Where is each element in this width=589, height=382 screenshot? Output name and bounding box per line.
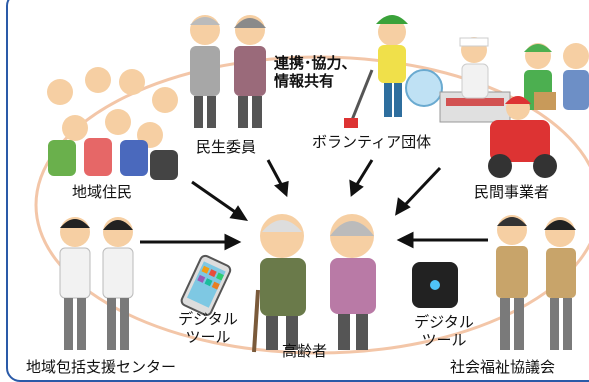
minkan-label: 民間事業者 (474, 183, 550, 201)
digital-left-line1: デジタル (178, 310, 238, 328)
renkei-line2: 情報共有 (274, 72, 335, 90)
renkei-label: 連携･協力、 情報共有 (274, 54, 384, 90)
smart-speaker-icon (412, 262, 458, 308)
minsei-illustration (190, 15, 266, 128)
arrow-volunteer (354, 159, 374, 187)
arrow-shakyo-head (396, 231, 414, 249)
arrow-volunteer-head (349, 179, 364, 197)
elders-illustration (252, 214, 376, 353)
shakyo-label: 社会福祉協議会 (450, 358, 556, 376)
jumin-label: 地域住民 (72, 183, 133, 201)
digital-left-label: デジタル ツール (168, 310, 248, 346)
arrows (140, 159, 488, 251)
koreisha-label: 高齢者 (282, 342, 328, 360)
arrow-minsei-head (273, 180, 289, 198)
digital-right-label: デジタル ツール (404, 313, 484, 349)
minsei-label: 民生委員 (196, 138, 257, 156)
digital-right-line2: ツール (421, 331, 467, 349)
center-illustration (59, 217, 134, 350)
digital-left-line2: ツール (185, 328, 231, 346)
arrow-jumin-head (229, 205, 249, 221)
volunteer-illustration (344, 15, 443, 128)
arrow-minkan-head (395, 197, 411, 216)
arrow-jumin (191, 180, 239, 216)
shakyo-illustration (496, 215, 576, 350)
network-ring (34, 55, 589, 355)
arrow-minkan (402, 166, 442, 208)
jumin-illustration (47, 67, 178, 180)
renkei-line1: 連携･協力、 (274, 54, 357, 72)
arrow-center-head (224, 233, 242, 251)
smartphone-icon (180, 254, 232, 317)
minkan-illustration (439, 37, 589, 178)
center-label: 地域包括支援センター (26, 358, 177, 376)
volunteer-label: ボランティア団体 (312, 133, 432, 151)
arrow-minsei (266, 159, 284, 187)
digital-right-line1: デジタル (414, 313, 474, 331)
